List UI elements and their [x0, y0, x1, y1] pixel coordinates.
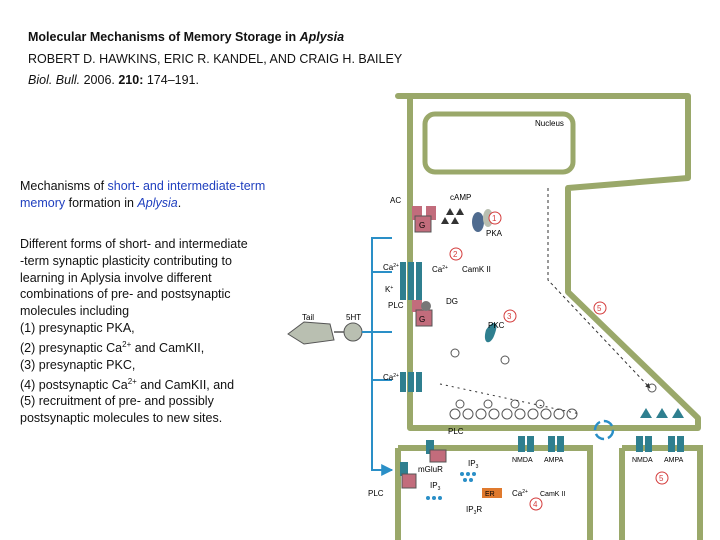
receptor-plc: [412, 300, 433, 327]
plc-label: PLC: [388, 301, 404, 310]
ip3-post-label: IP3: [468, 459, 479, 470]
interneuron: [343, 322, 363, 342]
ip3-molecules: [460, 472, 476, 482]
channel-k: [400, 282, 422, 300]
list-item-pkc: (3) presynaptic PKC,: [20, 357, 136, 372]
description-line: combinations of pre- and postsynaptic: [20, 287, 231, 302]
mechanism-marker-5-post: 5: [655, 471, 669, 485]
svg-text:5: 5: [597, 304, 602, 313]
k-label: K+: [385, 285, 393, 294]
mechanism-marker-2: 2: [449, 247, 463, 261]
synaptic-vesicles: [449, 348, 657, 420]
svg-text:3: 3: [507, 312, 512, 321]
mechanism-marker-3: 3: [503, 309, 517, 323]
dg-label: DG: [446, 297, 458, 306]
svg-text:1: 1: [492, 214, 497, 223]
mechanism-marker-5: 5: [593, 301, 607, 315]
mechanism-diagram: Nucleus Tail 5HT G AC cAMP PKA Ca2+: [287, 93, 703, 540]
nmda-post-label: NMDA: [512, 457, 533, 464]
er-label: ER: [485, 491, 495, 498]
ip3-lower-label: IP3: [430, 481, 441, 492]
camkii-label: CamK II: [462, 265, 491, 274]
intro-paragraph: Mechanisms of short- and intermediate-te…: [20, 179, 266, 210]
camkii-post-label: CamK II: [540, 491, 565, 498]
intro-highlight-memory: short- and intermediate-term memory: [20, 179, 266, 210]
description-line: molecules including: [20, 304, 130, 319]
ca-post-label: Ca2+: [512, 489, 528, 498]
tail-label: Tail: [302, 313, 314, 322]
receptor-ampa-right: [668, 436, 684, 452]
nmda-right-label: NMDA: [632, 457, 653, 464]
mglur-label: mGluR: [418, 465, 443, 474]
nucleus-label: Nucleus: [535, 119, 564, 128]
g-protein-label: G: [419, 221, 425, 230]
ampa-post-label: AMPA: [544, 457, 564, 464]
recycling-icon: [593, 419, 615, 441]
receptor-ampa-post: [548, 436, 564, 452]
list-item-pka: (1) presynaptic PKA,: [20, 320, 135, 335]
plc-lower-label: PLC: [368, 489, 384, 498]
description-line: learning in Aplysia involve different: [20, 270, 212, 285]
svg-text:2: 2: [453, 250, 458, 259]
list-item-calcium-camkii: (2) presynaptic Ca2+ and CamKII,: [20, 339, 205, 355]
title-species: Aplysia: [299, 30, 345, 44]
tail-sensory-icon: [287, 321, 335, 345]
ac-label: AC: [390, 196, 401, 205]
description-line: Different forms of short- and intermedia…: [20, 237, 248, 251]
list-item-recruitment: (5) recruitment of pre- and possibly: [20, 394, 214, 409]
camp-molecules: [441, 208, 464, 224]
volume: 210:: [118, 73, 144, 87]
paper-citation: Biol. Bull. 2006. 210: 174–191.: [28, 73, 199, 87]
ca-inside-label: Ca2+: [432, 265, 448, 274]
journal-name: Biol. Bull.: [28, 73, 81, 87]
channel-ca-lower: [400, 372, 422, 392]
svg-text:4: 4: [533, 500, 538, 509]
list-item-recruitment-cont: postsynaptic molecules to new sites.: [20, 411, 223, 426]
pathway-nucleus: [547, 188, 651, 389]
ca-label: Ca2+: [383, 263, 399, 272]
ip3r-label: IP3R: [466, 505, 482, 516]
serotonin-pathway: [362, 237, 392, 470]
receptor-nmda-post: [518, 436, 534, 452]
er-compartment: [482, 488, 502, 498]
description-paragraph: Different forms of short- and intermedia…: [20, 236, 285, 427]
camp-label: cAMP: [450, 193, 471, 202]
paper-authors: ROBERT D. HAWKINS, ERIC R. KANDEL, AND C…: [28, 52, 403, 66]
receptor-ac: [412, 206, 436, 233]
ip3-lower-molecules: [426, 496, 442, 500]
nucleus: [422, 111, 576, 175]
receptor-nmda-right: [636, 436, 652, 452]
intro-highlight-aplysia: Aplysia: [137, 195, 178, 210]
pkc-label: PKC: [488, 321, 505, 330]
pkc-molecule: [484, 322, 497, 343]
list-item-postsynaptic-calcium: (4) postsynaptic Ca2+ and CamKII, and: [20, 376, 235, 392]
paper-title: Molecular Mechanisms of Memory Storage i…: [28, 30, 345, 44]
pka-label: PKA: [486, 229, 503, 238]
svg-text:5: 5: [659, 474, 664, 483]
receptor-plc-lower: [400, 462, 417, 489]
ampa-right-label: AMPA: [664, 457, 684, 464]
plc-post-label: PLC: [448, 427, 464, 436]
mechanism-marker-4: 4: [529, 497, 543, 511]
description-line: -term synaptic plasticity contributing t…: [20, 253, 232, 268]
g-protein-label-2: G: [419, 315, 425, 324]
fiveht-label: 5HT: [346, 313, 361, 322]
ca-lower-label: Ca2+: [383, 373, 399, 382]
mechanism-marker-1: 1: [488, 211, 502, 225]
release-sites: [640, 408, 684, 418]
channel-ca: [400, 262, 422, 282]
mglur-receptor: [426, 440, 447, 463]
